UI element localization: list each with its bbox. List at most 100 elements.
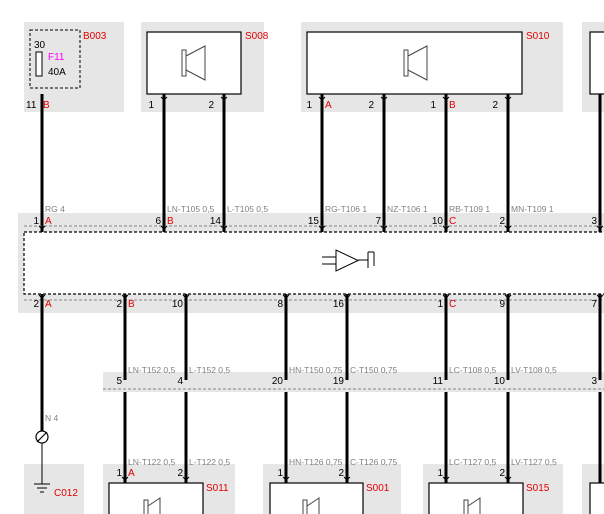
fuse-box-outline	[29, 29, 81, 89]
amp-top-wire-label: RG 4	[45, 204, 65, 214]
amp-bottom-pin-num: 10	[172, 299, 184, 310]
connector-pin-num: 11	[433, 376, 444, 387]
bottom-pin-letter: A	[128, 468, 135, 479]
connector-wire-label: LN-T152 0,5	[128, 365, 176, 375]
amp-bottom-pin-num: 2	[33, 299, 39, 310]
speaker-s008: S008	[146, 31, 269, 95]
connector-pin-num: 4	[177, 376, 183, 387]
band-ground	[24, 464, 84, 514]
pin-terminal	[220, 225, 228, 230]
fuse-box-ref: B003	[83, 31, 107, 42]
speaker-s015-ref: S015	[526, 483, 550, 494]
fuse-pin-num: 11	[26, 100, 37, 111]
lower-wire-label: LC-T127 0,5	[449, 457, 497, 467]
connector-pin-num: 3	[591, 376, 597, 387]
pin-terminal	[596, 225, 604, 230]
speaker-icon	[181, 45, 206, 81]
connector-pin-num: 20	[272, 376, 284, 387]
speaker-s010-box	[306, 31, 523, 95]
amp-top-wire-label: RB-T109 1	[449, 204, 490, 214]
speaker-s015-box	[428, 482, 524, 514]
pin-terminal	[182, 476, 190, 481]
speaker-s010-ref: S010	[526, 31, 550, 42]
amp-bottom-pin-num: 2	[116, 299, 122, 310]
amp-top-pin-letter: C	[449, 216, 456, 227]
pin-terminal	[318, 225, 326, 230]
amp-top-wire-label: L-T105 0,5	[227, 204, 268, 214]
speaker-icon	[403, 45, 428, 81]
lower-wire-label: L-T122 0,5	[189, 457, 230, 467]
speaker-s015: S015	[428, 482, 550, 514]
amp-bottom-pin-letter: C	[449, 299, 456, 310]
bottom-pin-num: 1	[437, 468, 443, 479]
amp-top-pin-num: 2	[499, 216, 505, 227]
ground: N 4 C012	[34, 413, 78, 499]
top-pin-num: 1	[148, 100, 154, 111]
speaker-s001-box	[269, 482, 364, 514]
speaker-s001-ref: S001	[366, 483, 390, 494]
ground-ref: C012	[54, 488, 78, 499]
top-pin-num: 1	[430, 100, 436, 111]
amp-bottom-pin-letter: A	[45, 299, 52, 310]
fuse-terminal: 30	[34, 40, 46, 51]
pin-terminal	[121, 476, 129, 481]
amp-top-pin-num: 10	[432, 216, 444, 227]
speaker-s011: S011	[108, 482, 229, 514]
amp-top-pin-letter: B	[167, 216, 174, 227]
top-pin-letter: A	[325, 100, 332, 111]
connector-wire-label: LC-T108 0,5	[449, 365, 497, 375]
speaker-s010: S010	[306, 31, 550, 95]
amp-top-wire-label: MN-T109 1	[511, 204, 554, 214]
amp-top-pin-num: 3	[591, 216, 597, 227]
bottom-pin-num: 2	[338, 468, 344, 479]
speaker-s011-ref: S011	[206, 483, 229, 494]
bottom-pin-num: 2	[499, 468, 505, 479]
pin-terminal	[380, 225, 388, 230]
speaker-s011-box	[108, 482, 204, 514]
amp-top-pin-num: 7	[375, 216, 381, 227]
amp-bottom-pin-letter: B	[128, 299, 135, 310]
amp-top-pin-num: 1	[33, 216, 39, 227]
connector-wire-label: HN-T150 0,75	[289, 365, 343, 375]
top-pin-num: 2	[492, 100, 498, 111]
pin-terminal	[343, 476, 351, 481]
connector-wire-label: LV-T108 0,5	[511, 365, 557, 375]
bottom-pin-num: 1	[277, 468, 283, 479]
amp-top-pin-num: 6	[155, 216, 161, 227]
connector-pin-num: 10	[494, 376, 506, 387]
amp-top-wire-label: LN-T105 0,5	[167, 204, 215, 214]
pin-terminal	[160, 225, 168, 230]
connector-pin-num: 5	[116, 376, 122, 387]
ground-wire-label: N 4	[45, 413, 59, 423]
bottom-pin-num: 1	[116, 468, 122, 479]
amp-bottom-pin-num: 16	[333, 299, 345, 310]
top-pin-num: 2	[368, 100, 374, 111]
partial-component-top	[589, 31, 604, 95]
pin-terminal	[38, 225, 46, 230]
pin-terminal	[282, 476, 290, 481]
amplifier	[23, 231, 604, 295]
lower-wire-label: LN-T122 0,5	[128, 457, 176, 467]
amp-bottom-pin-num: 7	[591, 299, 597, 310]
top-pin-num: 1	[306, 100, 312, 111]
fuse-icon	[35, 51, 43, 77]
amp-bottom-pin-num: 8	[277, 299, 283, 310]
partial-component-bottom	[589, 482, 604, 514]
amp-top-pin-letter: A	[45, 216, 52, 227]
connector-wire-label: L-T152 0,5	[189, 365, 230, 375]
speaker-icon	[302, 497, 320, 514]
wires	[24, 94, 604, 483]
fuse-box: 30 F11 40A B003 11 B	[26, 29, 107, 111]
speaker-icon	[143, 497, 161, 514]
amp-top-pin-num: 15	[308, 216, 320, 227]
top-pin-num: 2	[208, 100, 214, 111]
amp-top-pin-num: 14	[210, 216, 222, 227]
fuse-name: F11	[48, 52, 65, 63]
connector-pin-num: 19	[333, 376, 345, 387]
connector-wire-label: C-T150 0,75	[350, 365, 398, 375]
top-pin-letter: B	[449, 100, 456, 111]
lower-wire-label: LV-T127 0,5	[511, 457, 557, 467]
fuse-pin-letter: B	[43, 100, 50, 111]
ground-icon	[34, 443, 50, 493]
